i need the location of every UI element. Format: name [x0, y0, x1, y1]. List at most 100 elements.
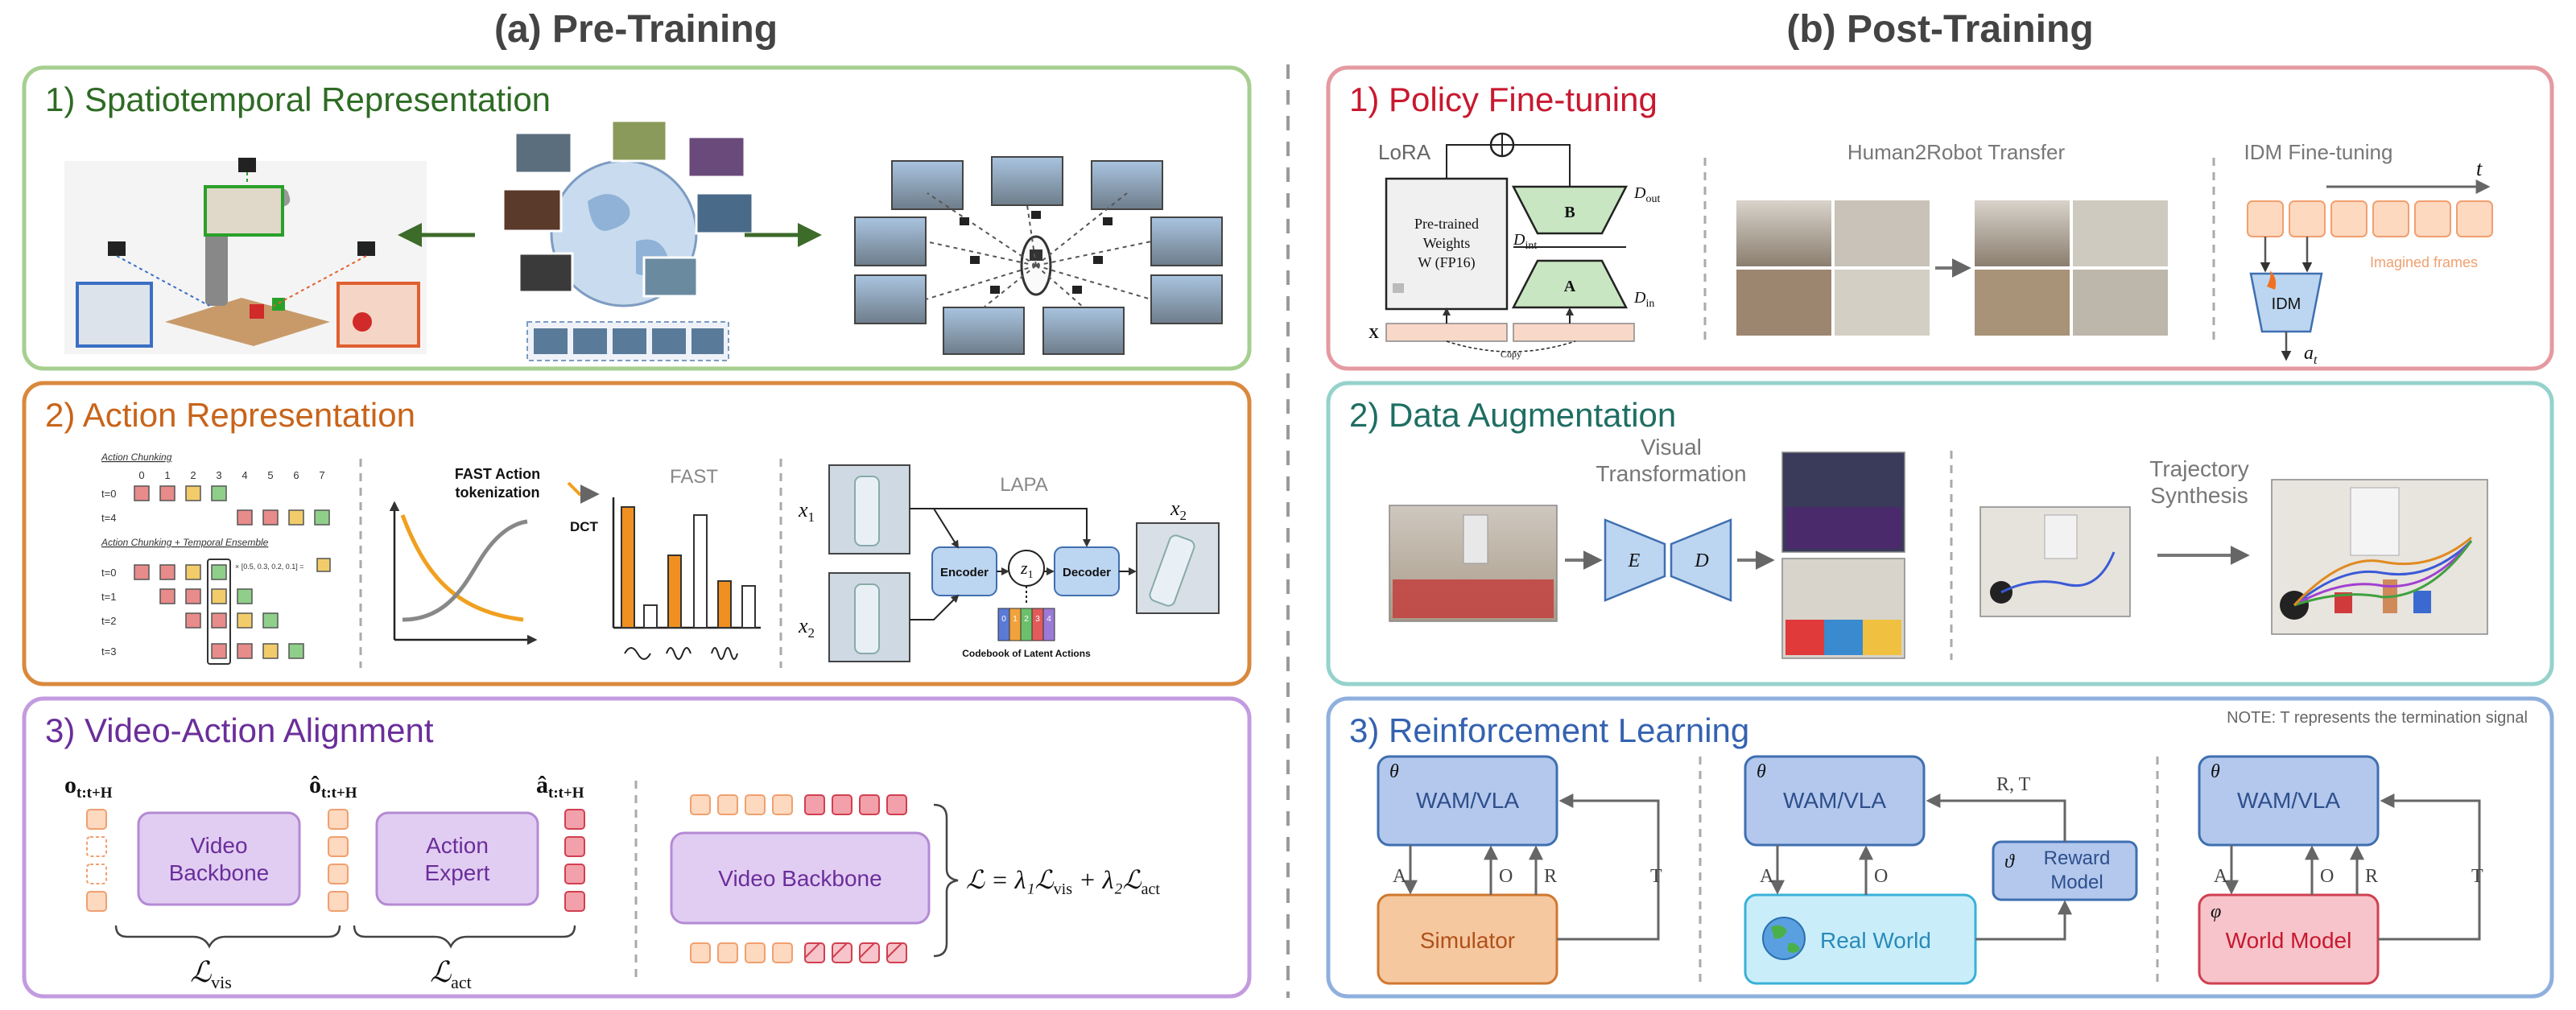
o-label-1: O	[1499, 866, 1513, 887]
pre-training-heading: (a) Pre-Training	[494, 8, 778, 51]
lora-a-label: A	[1564, 278, 1576, 295]
copy-label: Copy	[1501, 348, 1521, 360]
panel-video-action-alignment-title: 3) Video-Action Alignment	[45, 711, 434, 749]
lapa-label: LAPA	[1000, 474, 1048, 496]
action-expert-box	[375, 811, 539, 906]
action-expert-l1: Action	[426, 833, 489, 858]
a-t-label: at	[2304, 343, 2318, 367]
idm-label: IDM	[2272, 295, 2301, 313]
row-b-t1: t=1	[101, 591, 116, 603]
row-b-t3: t=3	[101, 645, 116, 658]
index-2: 2	[190, 469, 196, 481]
code-4: 4	[1046, 615, 1051, 624]
fast-tok-line2: tokenization	[455, 484, 539, 501]
loss-vis: ℒvis	[190, 956, 232, 992]
d-out-label: Dout	[1633, 184, 1660, 205]
dct-label: DCT	[570, 519, 599, 534]
lora-b-trapezoid	[1511, 185, 1629, 235]
panel-policy-finetuning-title: 1) Policy Fine-tuning	[1349, 80, 1657, 118]
panel-action-representation	[22, 381, 1252, 686]
a-label-2: A	[1760, 866, 1774, 887]
x-label: X	[1368, 325, 1379, 341]
visual-l2: Transformation	[1596, 461, 1746, 486]
d-int-label: Dint	[1513, 231, 1537, 252]
theta-label-3: θ	[2211, 761, 2220, 782]
imagined-frames-label: Imagined frames	[2370, 254, 2478, 270]
video-backbone-big-box	[670, 831, 931, 925]
a-label-1: A	[1393, 866, 1407, 887]
a-label-3: A	[2214, 866, 2228, 887]
reward-l2: Model	[2050, 872, 2103, 893]
pretrained-weights-box	[1385, 177, 1509, 311]
idm-ft-label: IDM Fine-tuning	[2244, 140, 2393, 164]
encoder-e-box	[1604, 518, 1666, 602]
index-1: 1	[164, 469, 170, 481]
d-label: D	[1694, 550, 1708, 571]
o-label-3: O	[2320, 866, 2334, 887]
input-x-copy-bar	[1513, 323, 1635, 342]
rl-real-world-loop: θ WAM/VLA Real World A O ϑ Reward Model …	[1744, 755, 2138, 985]
index-5: 5	[267, 469, 273, 481]
wam-vla-box-3	[2198, 755, 2380, 847]
panel-reinforcement-learning-title: 3) Reinforcement Learning	[1349, 711, 1749, 749]
lora-figure: LoRA Pre-trained Weights W (FP16) B A Do…	[1368, 132, 1660, 360]
row-b-t0: t=0	[101, 567, 116, 579]
index-3: 3	[216, 469, 221, 481]
panel-spatiotemporal-title: 1) Spatiotemporal Representation	[45, 80, 551, 118]
theta-label-1: θ	[1389, 761, 1399, 782]
index-7: 7	[319, 469, 324, 481]
x2-label: x2	[798, 614, 815, 641]
rt-label: R, T	[1996, 774, 2031, 795]
alignment-figure: ot:t+H ôt:t+H ât:t+H Video Backbone Acti…	[64, 772, 1160, 992]
video-backbone-l2: Backbone	[169, 860, 270, 885]
rl-world-model-loop: θ WAM/VLA φ World Model A O R T	[2198, 755, 2483, 985]
fire-icon	[2267, 270, 2277, 290]
globe-icon	[1762, 917, 1806, 960]
vartheta-label: ϑ	[2004, 851, 2015, 872]
visual-l1: Visual	[1641, 435, 1702, 460]
ensemble-title: Action Chunking + Temporal Ensemble	[101, 537, 269, 548]
lora-b-label: B	[1564, 204, 1575, 221]
fast-tokenization-figure: FAST Action tokenization DCT FAST	[389, 466, 761, 660]
loss-act: ℒact	[430, 956, 472, 992]
video-backbone-big-label: Video Backbone	[718, 866, 881, 891]
chunking-title: Action Chunking	[101, 451, 172, 463]
code-1: 1	[1013, 615, 1018, 624]
wam-label-2: WAM/VLA	[1783, 788, 1886, 813]
human2robot-figure: Human2Robot Transfer	[1735, 140, 2169, 337]
action-expert-l2: Expert	[425, 860, 490, 885]
codebook-caption: Codebook of Latent Actions	[962, 648, 1091, 659]
ensemble-weights: × [0.5, 0.3, 0.2, 0.1] =	[235, 563, 304, 571]
index-6: 6	[293, 469, 299, 481]
theta-label-2: θ	[1757, 761, 1766, 782]
row-a-t0: t=0	[101, 488, 116, 500]
panel-policy-finetuning	[1326, 65, 2554, 371]
pretrained-l2: Weights	[1423, 235, 1471, 251]
pretrained-l1: Pre-trained	[1414, 216, 1479, 232]
code-2: 2	[1024, 615, 1029, 624]
ahat-label: ât:t+H	[536, 772, 584, 802]
world-model-label: World Model	[2226, 928, 2352, 953]
trajectory-synthesis-figure: Trajectory Synthesis	[1979, 456, 2488, 635]
wam-label-3: WAM/VLA	[2237, 788, 2340, 813]
o-label-2: O	[1874, 866, 1888, 887]
lora-label: LoRA	[1378, 140, 1431, 164]
row-a-t4: t=4	[101, 512, 116, 524]
o-label: ot:t+H	[64, 772, 113, 802]
simulator-label: Simulator	[1420, 928, 1515, 953]
web-video-globe	[502, 119, 754, 361]
row-b-t2: t=2	[101, 615, 116, 627]
panel-action-representation-title: 2) Action Representation	[45, 396, 415, 434]
d-in-label: Din	[1633, 289, 1654, 310]
action-chunking-figure: Action Chunking 0 1 2 3 4 5 6 7 t=0 t=4 …	[101, 451, 331, 665]
fast-label: FAST	[670, 466, 718, 488]
rl-simulator-loop: θ WAM/VLA Simulator A O R T	[1377, 755, 1662, 985]
visual-transformation-figure: Visual Transformation E D	[1389, 435, 1905, 659]
t-label-3: T	[2471, 866, 2483, 887]
index-0: 0	[138, 469, 144, 481]
video-backbone-l1: Video	[190, 833, 247, 858]
code-0: 0	[1001, 615, 1006, 624]
termination-note: NOTE: T represents the termination signa…	[2227, 709, 2528, 727]
panel-data-augmentation-title: 2) Data Augmentation	[1349, 396, 1676, 434]
post-training-heading: (b) Post-Training	[1786, 8, 2093, 51]
